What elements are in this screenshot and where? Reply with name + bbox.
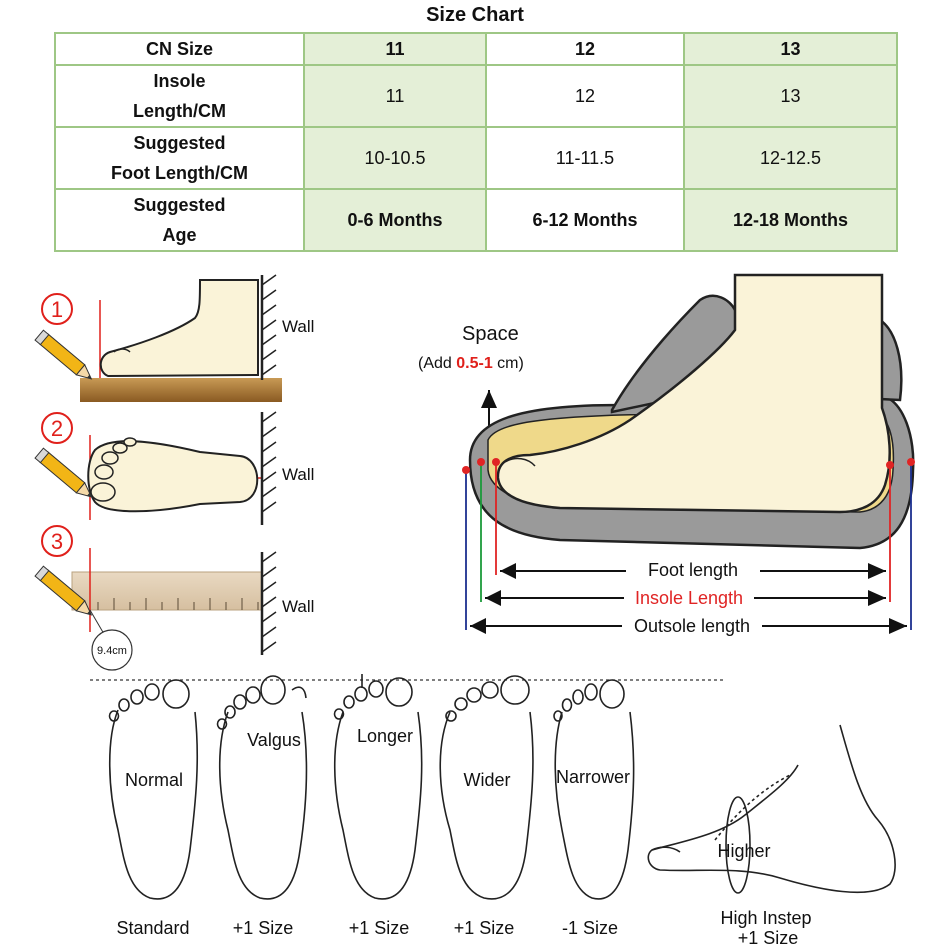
header-cn-size: CN Size (54, 32, 305, 66)
instep-size-adjust: +1 Size (738, 928, 799, 948)
step-3-ruler: 3 Wall 9.4cm (34, 525, 314, 671)
foot-outline-high-instep (647, 724, 896, 894)
foot-side-icon (99, 279, 259, 378)
measure-value: 9.4cm (97, 645, 127, 657)
table-cell: 13 (683, 64, 898, 128)
shoe-diagram: Space (Add 0.5-1 cm) Foot length Insole … (418, 273, 915, 637)
measure-badge (91, 629, 133, 671)
space-label: Space (462, 323, 519, 345)
table-cell: 6-12 Months (485, 188, 685, 252)
header-size-11: 11 (303, 32, 487, 66)
size-adjust-label: +1 Size (454, 918, 515, 938)
note-value: 0.5-1 (456, 355, 493, 372)
pencil-icon (34, 565, 93, 616)
row-label-line: Age (162, 225, 197, 245)
table-cell: 11 (303, 64, 487, 128)
foot-type-label: Longer (357, 726, 413, 746)
row-label-line: Length/CM (133, 101, 226, 121)
step-number: 3 (51, 529, 63, 554)
floor (80, 378, 282, 402)
row-label-line: Foot Length/CM (111, 163, 248, 183)
row-label-line: Suggested (133, 133, 226, 153)
foot-type-label: Narrower (556, 767, 630, 787)
table-cell: 11-11.5 (485, 126, 685, 190)
foot-outline-wider (439, 675, 534, 900)
size-adjust-labels: Standard +1 Size +1 Size +1 Size -1 Size… (116, 908, 811, 948)
wall-label: Wall (282, 465, 314, 484)
page-title: Size Chart (426, 4, 524, 26)
foot-outline-longer (333, 674, 423, 900)
add-space-note: (Add 0.5-1 cm) (418, 355, 524, 372)
step-1-side-view: 1 Wall (34, 274, 314, 402)
table-cell: 12 (485, 64, 685, 128)
foot-length-label: Foot length (648, 560, 738, 580)
instep-label: Higher (717, 841, 770, 861)
row-label-line: Suggested (133, 195, 226, 215)
instep-caption: High Instep (720, 908, 811, 928)
header-size-13: 13 (683, 32, 898, 66)
note-text: (Add (418, 355, 456, 372)
foot-type-label: Valgus (247, 730, 301, 750)
size-adjust-label: +1 Size (233, 918, 294, 938)
foot-outline-narrower (553, 679, 635, 900)
table-row: CN Size 11 12 13 (54, 32, 898, 66)
step-number: 2 (51, 416, 63, 441)
foot-top-icon (87, 440, 259, 513)
wall-label: Wall (282, 597, 314, 616)
row-label-line: Insole (153, 71, 206, 91)
table-cell: 0-6 Months (303, 188, 487, 252)
size-adjust-label: Standard (116, 918, 189, 938)
pencil-icon (34, 447, 93, 498)
foot-outline-valgus (216, 675, 308, 900)
step-number-circle (41, 293, 73, 325)
foot-type-label: Wider (463, 770, 510, 790)
foot-type-labels: Normal Valgus Longer Wider Narrower High… (125, 726, 771, 861)
step-number-circle (41, 412, 73, 444)
foot-icon (496, 273, 891, 514)
foot-types (108, 674, 896, 900)
step-2-top-view: 2 Wall (34, 411, 314, 525)
foot-type-label: Normal (125, 770, 183, 790)
pencil-icon (34, 329, 93, 380)
step-number-circle (41, 525, 73, 557)
note-text: cm) (493, 355, 524, 372)
ruler (71, 571, 263, 611)
table-cell: 12-12.5 (683, 126, 898, 190)
wall-label: Wall (282, 317, 314, 336)
insole-length-label: Insole Length (635, 588, 743, 608)
header-size-12: 12 (485, 32, 685, 66)
table-cell: 12-18 Months (683, 188, 898, 252)
size-adjust-label: -1 Size (562, 918, 618, 938)
table-cell: 10-10.5 (303, 126, 487, 190)
step-number: 1 (51, 297, 63, 322)
size-adjust-label: +1 Size (349, 918, 410, 938)
outsole-length-label: Outsole length (634, 616, 750, 636)
foot-outline-normal (108, 679, 199, 900)
